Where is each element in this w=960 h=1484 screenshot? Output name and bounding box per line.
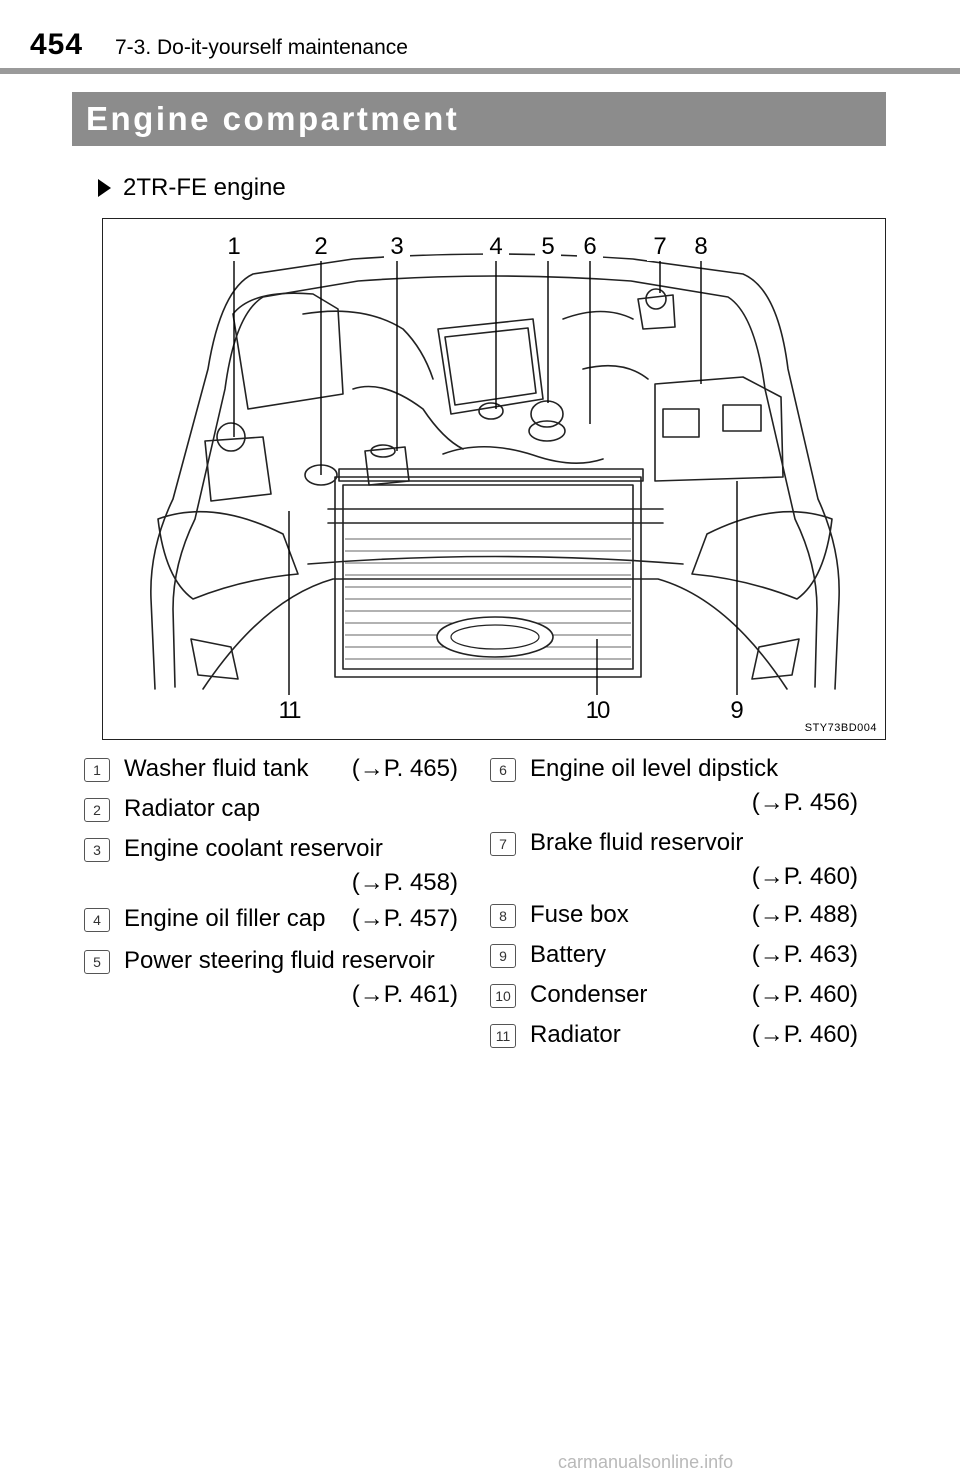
number-badge: 11 [490, 1024, 516, 1048]
legend-label: Radiator cap [124, 795, 261, 822]
number-badge: 8 [490, 904, 516, 928]
callout-5: 5 [535, 233, 561, 261]
page-ref: (→P. 488) [751, 901, 858, 928]
legend-label: Engine oil filler cap [124, 905, 326, 932]
engine-compartment-figure: 1 2 3 4 5 6 7 8 9 10 11 STY73BD004 [102, 218, 886, 740]
callout-10: 10 [579, 697, 615, 725]
number-badge: 10 [490, 984, 516, 1008]
legend-label: Washer fluid tank [124, 755, 309, 782]
page-number: 454 [30, 28, 84, 61]
page-ref: (→P. 458) [351, 869, 458, 896]
page-title: Engine compartment [86, 100, 460, 137]
legend-item-engine-coolant-reservoir: 3 Engine coolant reservoir (→P. 458) [78, 832, 458, 902]
legend-label: Battery [530, 941, 607, 968]
legend-item-washer-fluid-tank: 1 Washer fluid tank (→P. 465) [78, 752, 458, 792]
legend-item-engine-oil-level-dipstick: 6 Engine oil level dipstick (→P. 456) [484, 752, 858, 822]
page-ref: (→P. 461) [351, 981, 458, 1008]
callout-1: 1 [221, 233, 247, 261]
page-ref: (→P. 465) [351, 755, 458, 782]
legend-item-radiator-cap: 2 Radiator cap [78, 792, 458, 832]
callout-7: 7 [647, 233, 673, 261]
legend-item-radiator: 11 Radiator (→P. 460) [484, 1018, 858, 1058]
legend-label: Power steering fluid reservoir [124, 947, 435, 974]
triangle-bullet-icon [98, 179, 111, 197]
callout-11: 11 [271, 697, 307, 725]
page-ref: (→P. 463) [751, 941, 858, 968]
legend-label: Engine oil level dipstick [530, 755, 779, 782]
legend-item-fuse-box: 8 Fuse box (→P. 488) [484, 898, 858, 938]
page-ref: (→P. 456) [751, 789, 858, 816]
number-badge: 9 [490, 944, 516, 968]
legend-label: Radiator [530, 1021, 621, 1048]
engine-heading: 2TR-FE engine [98, 174, 286, 202]
number-badge: 3 [84, 838, 110, 862]
legend-label: Fuse box [530, 901, 629, 928]
number-badge: 5 [84, 950, 110, 974]
legend-label: Brake fluid reservoir [530, 829, 744, 856]
legend-item-brake-fluid-reservoir: 7 Brake fluid reservoir (→P. 460) [484, 826, 858, 896]
engine-illustration [150, 253, 840, 695]
number-badge: 4 [84, 908, 110, 932]
legend-item-power-steering-fluid-reservoir: 5 Power steering fluid reservoir (→P. 46… [78, 944, 458, 1014]
number-badge: 7 [490, 832, 516, 856]
callout-2: 2 [308, 233, 334, 261]
page-ref: (→P. 460) [751, 863, 858, 890]
number-badge: 2 [84, 798, 110, 822]
legend-item-battery: 9 Battery (→P. 463) [484, 938, 858, 978]
engine-heading-text: 2TR-FE engine [123, 174, 286, 201]
callout-8: 8 [688, 233, 714, 261]
page-ref: (→P. 457) [351, 905, 458, 932]
figure-code: STY73BD004 [804, 722, 877, 734]
callout-4: 4 [483, 233, 509, 261]
section-heading: 7-3. Do-it-yourself maintenance [115, 36, 408, 59]
callout-9: 9 [724, 697, 750, 725]
legend-label: Condenser [530, 981, 648, 1008]
header-rule [0, 68, 960, 74]
legend-item-condenser: 10 Condenser (→P. 460) [484, 978, 858, 1018]
callout-6: 6 [577, 233, 603, 261]
number-badge: 1 [84, 758, 110, 782]
number-badge: 6 [490, 758, 516, 782]
callout-3: 3 [384, 233, 410, 261]
legend-label: Engine coolant reservoir [124, 835, 383, 862]
title-band: Engine compartment [72, 92, 886, 146]
page-ref: (→P. 460) [751, 1021, 858, 1048]
page-ref: (→P. 460) [751, 981, 858, 1008]
legend-item-engine-oil-filler-cap: 4 Engine oil filler cap (→P. 457) [78, 902, 458, 942]
watermark: carmanualsonline.info [558, 1452, 734, 1472]
